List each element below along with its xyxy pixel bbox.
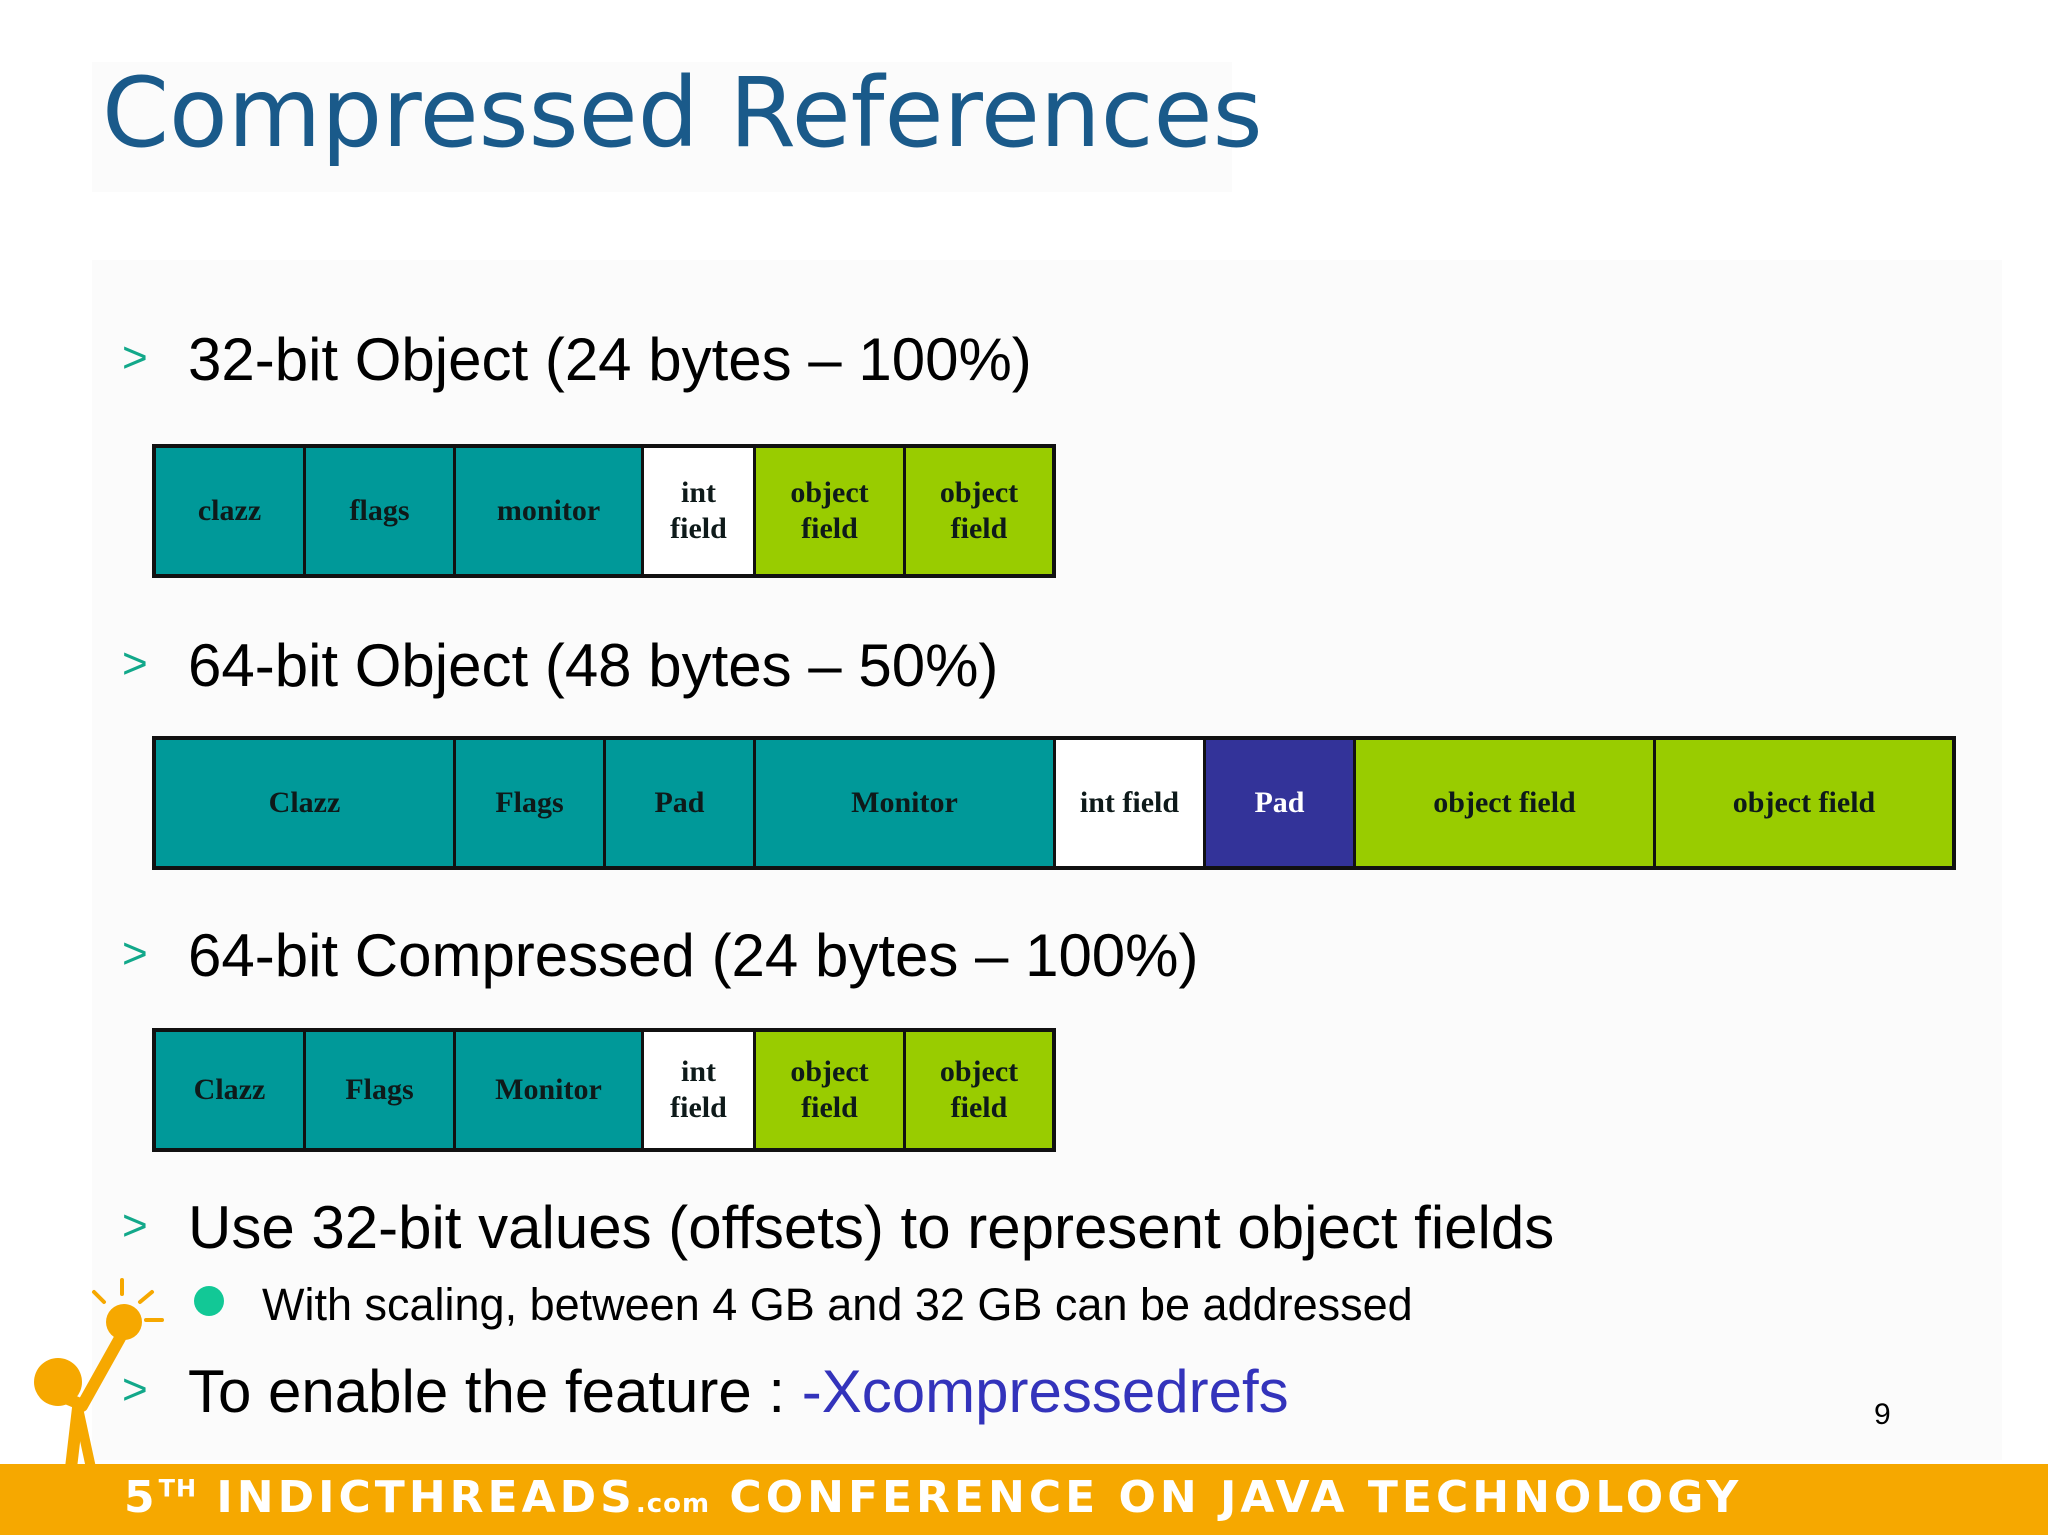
sub-bullet-text: With scaling, between 4 GB and 32 GB can… (262, 1279, 1413, 1330)
feature-label: To enable the feature : (188, 1358, 802, 1425)
bullet-text: 32-bit Object (24 bytes – 100%) (188, 326, 1032, 393)
field-cell-int-field: int field (644, 1032, 756, 1148)
field-cell-object-field: object field (906, 1032, 1052, 1148)
field-cell-clazz: clazz (156, 448, 306, 574)
bullet-dot-icon (194, 1286, 224, 1316)
field-cell-object-field: object field (756, 1032, 906, 1148)
bullet-text: To enable the feature : -Xcompressedrefs (188, 1362, 1289, 1422)
page-number: 9 (1874, 1398, 1891, 1431)
bullet-arrow-icon: > (122, 639, 148, 688)
footer-edition-suffix: TH (158, 1474, 198, 1503)
object-layout-32bit: clazz flags monitor int field object fie… (152, 444, 1056, 578)
field-cell-clazz: Clazz (156, 1032, 306, 1148)
field-cell-monitor: Monitor (756, 740, 1056, 866)
field-cell-monitor: monitor (456, 448, 644, 574)
object-layout-64bit: Clazz Flags Pad Monitor int field Pad ob… (152, 736, 1956, 870)
field-cell-flags: flags (306, 448, 456, 574)
field-cell-object-field: object field (1656, 740, 1952, 866)
slide-title: Compressed References (102, 57, 1263, 169)
field-cell-flags: Flags (306, 1032, 456, 1148)
field-cell-pad: Pad (1206, 740, 1356, 866)
bullet-arrow-icon: > (122, 929, 148, 978)
field-cell-clazz: Clazz (156, 740, 456, 866)
footer-edition-number: 5 (124, 1472, 159, 1523)
lightbulb-figure-icon (34, 1278, 164, 1534)
bullet-text: 64-bit Compressed (24 bytes – 100%) (188, 922, 1199, 989)
field-cell-flags: Flags (456, 740, 606, 866)
bullet-text: Use 32-bit values (offsets) to represent… (188, 1194, 1555, 1261)
footer-band (0, 1464, 2048, 1535)
bullet-arrow-icon: > (122, 1365, 148, 1414)
footer-brand: 5TH INDICTHREADS.com CONFERENCE ON JAVA … (124, 1476, 1742, 1520)
field-cell-int-field: int field (644, 448, 756, 574)
bullet-arrow-icon: > (122, 333, 148, 382)
field-cell-monitor: Monitor (456, 1032, 644, 1148)
field-cell-object-field: object field (1356, 740, 1656, 866)
field-cell-object-field: object field (756, 448, 906, 574)
footer-domain: .com (635, 1489, 711, 1519)
jvm-option-code: -Xcompressedrefs (801, 1358, 1289, 1425)
footer-tagline: CONFERENCE ON JAVA TECHNOLOGY (729, 1472, 1743, 1523)
field-cell-int-field: int field (1056, 740, 1206, 866)
footer-brand-name: INDICTHREADS (216, 1472, 636, 1523)
object-layout-64bit-compressed: Clazz Flags Monitor int field object fie… (152, 1028, 1056, 1152)
field-cell-pad: Pad (606, 740, 756, 866)
bullet-arrow-icon: > (122, 1201, 148, 1250)
title-backdrop (92, 62, 1232, 192)
field-cell-object-field: object field (906, 448, 1052, 574)
bullet-text: 64-bit Object (48 bytes – 50%) (188, 632, 999, 699)
